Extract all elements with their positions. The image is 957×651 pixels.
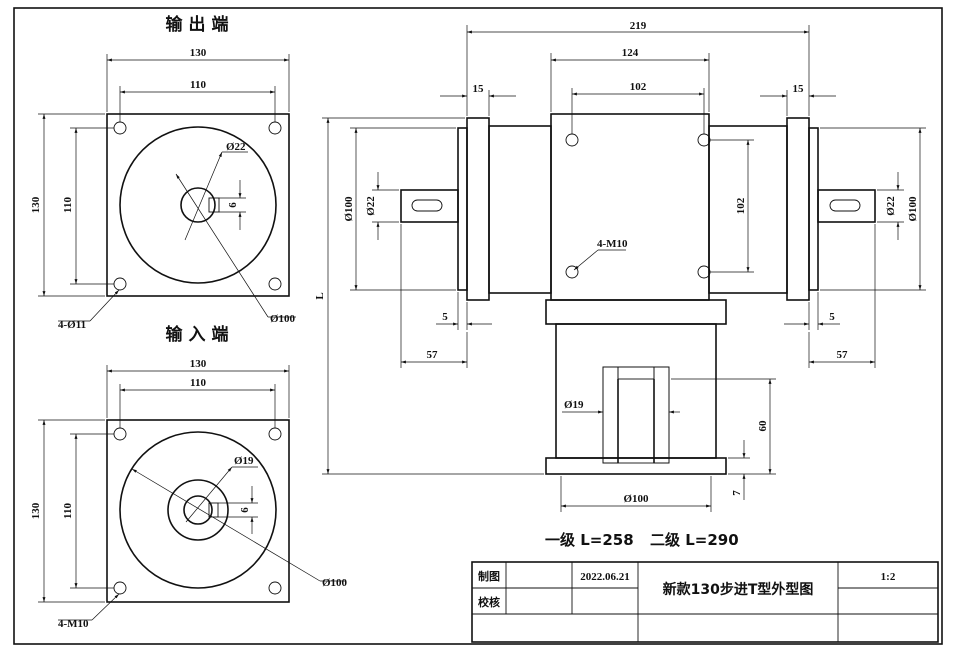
dim-input-bore: Ø19 [234, 455, 254, 467]
dim-total-length: 219 [630, 20, 647, 32]
dim-output-shaft-dia: Ø22 [226, 141, 246, 153]
sheet-border [13, 7, 943, 645]
input-flange-outline [106, 419, 290, 603]
output-end-view: 输出端 130 110 130 110 Ø22 6 Ø100 [30, 14, 296, 331]
drawn-label: 制图 [478, 569, 500, 583]
input-keyway [208, 502, 219, 518]
dim-input-pilot: Ø100 [322, 577, 348, 589]
left-adapter [488, 125, 552, 294]
dim-input-key: 6 [239, 507, 251, 513]
dim-output-key: 6 [227, 202, 239, 208]
dim-input-width-outer: 130 [190, 358, 207, 370]
side-view: 219 124 102 15 15 Ø100 Ø22 Ø100 Ø22 [314, 20, 926, 512]
input-flange-side [545, 299, 727, 325]
input-bore [183, 495, 213, 525]
dim-base-thk: 7 [731, 490, 743, 496]
output-flange-outline [106, 113, 290, 297]
dim-shaft-len-right: 57 [837, 349, 849, 361]
mount-hole [268, 121, 282, 135]
date-value: 2022.06.21 [580, 571, 630, 583]
output-pilot-circle [119, 126, 277, 284]
mount-hole [268, 427, 282, 441]
left-shaft [400, 189, 459, 223]
note-stage1: 一级 L=258 [545, 531, 634, 549]
title-block: 制图 校核 2022.06.21 新款130步进T型外型图 1:2 [471, 561, 939, 643]
input-end-title: 输入端 [166, 324, 235, 345]
left-keyway [411, 199, 443, 212]
scale-value: 1:2 [881, 571, 896, 583]
mount-hole [113, 121, 127, 135]
dim-shaft-len-left: 57 [427, 349, 439, 361]
dim-pilot-right: Ø100 [907, 196, 919, 222]
dim-flange-right: 15 [793, 83, 805, 95]
output-key [208, 197, 220, 213]
dim-bore-depth: 60 [757, 420, 769, 432]
dim-input-width-holes: 110 [190, 377, 206, 389]
input-base [545, 457, 727, 475]
dim-output-pilot: Ø100 [270, 313, 296, 325]
dim-shaft-left: Ø22 [365, 196, 377, 216]
bore-section [602, 366, 670, 464]
input-housing [555, 323, 717, 459]
input-end-view: 输入端 130 110 130 110 Ø19 6 Ø100 4-M10 [30, 324, 348, 630]
drawing-title: 新款130步进T型外型图 [663, 581, 814, 598]
mount-hole [113, 581, 127, 595]
dim-hole-spacing-v: 102 [735, 197, 747, 214]
output-end-title: 输出端 [166, 14, 235, 35]
dim-base-dia: Ø100 [623, 493, 649, 505]
dim-output-height-holes: 110 [62, 197, 74, 213]
dim-output-holes: 4-Ø11 [58, 319, 86, 331]
dim-pilot-left: Ø100 [343, 196, 355, 222]
dim-input-holes: 4-M10 [58, 618, 89, 630]
dim-shaft-right: Ø22 [885, 196, 897, 216]
left-spigot [457, 127, 468, 291]
dim-flange-left: 15 [473, 83, 485, 95]
dim-bore: Ø19 [564, 399, 584, 411]
output-shaft-circle [180, 187, 216, 223]
mount-hole [113, 277, 127, 291]
right-spigot [808, 127, 819, 291]
dim-side-holes: 4-M10 [597, 238, 628, 250]
input-coupling-ring [167, 479, 229, 541]
right-keyway [829, 199, 861, 212]
dim-output-width-holes: 110 [190, 79, 206, 91]
dim-spigot-left: 5 [442, 311, 448, 323]
mount-hole [268, 277, 282, 291]
dim-body-width: 124 [622, 47, 639, 59]
dim-output-height-outer: 130 [30, 196, 42, 213]
note-stage2: 二级 L=290 [650, 531, 739, 549]
checked-label: 校核 [478, 595, 500, 609]
input-pilot-circle [119, 431, 277, 589]
dim-spigot-right: 5 [829, 311, 835, 323]
dim-hole-spacing-h: 102 [630, 81, 647, 93]
gearbox-body [550, 113, 710, 301]
right-flange [786, 117, 810, 301]
dim-input-height-holes: 110 [62, 503, 74, 519]
dim-height-L: L [314, 292, 326, 299]
mount-hole [113, 427, 127, 441]
mount-hole [268, 581, 282, 595]
left-flange [466, 117, 490, 301]
dim-input-height-outer: 130 [30, 502, 42, 519]
dim-output-width-outer: 130 [190, 47, 207, 59]
right-shaft [817, 189, 876, 223]
